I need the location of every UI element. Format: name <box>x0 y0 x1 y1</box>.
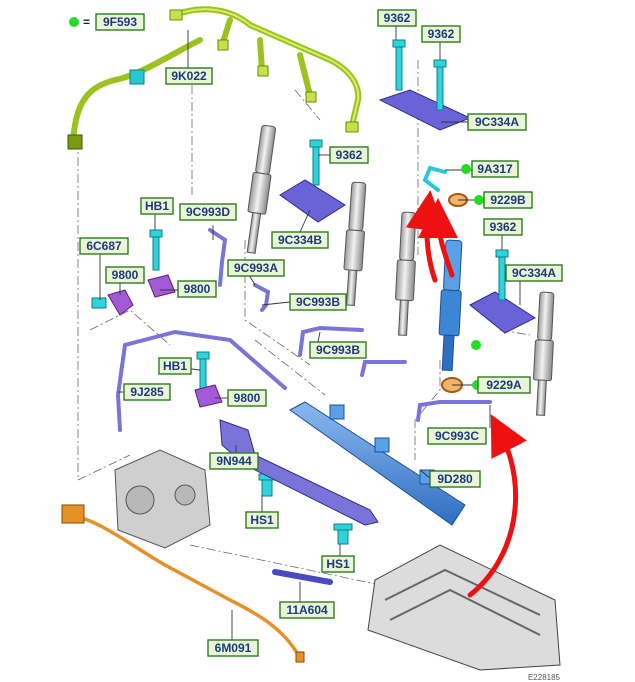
label-HB1-a: HB1 <box>145 199 169 213</box>
label-9C993C: 9C993C <box>435 429 479 443</box>
wiring-harness-9K022 <box>67 6 362 150</box>
injector-clamps <box>279 89 537 334</box>
label-9K022: 9K022 <box>171 69 207 83</box>
label-9362-a: 9362 <box>384 11 411 25</box>
figure-reference: E228185 <box>528 673 561 682</box>
label-9C334A-top: 9C334A <box>475 115 519 129</box>
label-9362-c: 9362 <box>336 148 363 162</box>
label-9362-d: 9362 <box>490 220 517 234</box>
label-9C993B-b: 9C993B <box>316 343 360 357</box>
label-HS1-a: HS1 <box>250 513 274 527</box>
label-11A604: 11A604 <box>286 603 328 617</box>
label-9362-b: 9362 <box>428 27 455 41</box>
high-pressure-pump <box>114 449 211 549</box>
label-6M091: 6M091 <box>215 641 252 655</box>
label-9C334B: 9C334B <box>278 233 322 247</box>
sensors-9800 <box>107 274 223 408</box>
label-9C993D: 9C993D <box>186 205 230 219</box>
label-HB1-b: HB1 <box>163 359 187 373</box>
label-9800-a: 9800 <box>112 268 139 282</box>
label-6C687: 6C687 <box>86 239 122 253</box>
label-9800-c: 9800 <box>234 391 261 405</box>
return-line-9A317 <box>422 165 447 192</box>
bracket-9N944 <box>219 419 379 526</box>
engine-block <box>367 544 561 671</box>
label-9C993A: 9C993A <box>234 261 278 275</box>
legend-part-label: 9F593 <box>103 15 137 29</box>
part-labels: 9362 9362 9C334A 9K022 9362 HB1 9C993D 9… <box>79 9 563 657</box>
sensor-11A604 <box>272 569 333 585</box>
label-9J285: 9J285 <box>130 385 164 399</box>
label-9A317: 9A317 <box>477 162 513 176</box>
harness-6M091 <box>61 504 305 663</box>
red-arrows <box>405 190 527 598</box>
legend-dot <box>69 17 79 27</box>
label-9C334A-right: 9C334A <box>512 266 556 280</box>
label-9229A: 9229A <box>486 378 522 392</box>
label-HS1-b: HS1 <box>326 557 350 571</box>
label-9C993B-a: 9C993B <box>296 295 340 309</box>
label-9229B: 9229B <box>490 193 526 207</box>
label-9D280: 9D280 <box>437 472 473 486</box>
legend: = 9F593 <box>69 13 145 31</box>
green-dot-markers <box>461 164 484 390</box>
label-9N944: 9N944 <box>216 454 252 468</box>
svg-text:=: = <box>83 15 90 29</box>
label-9800-b: 9800 <box>184 282 211 296</box>
fuel-rail-9D280 <box>289 401 466 526</box>
fuel-lines <box>115 228 492 432</box>
bolts-9362 <box>91 39 509 545</box>
